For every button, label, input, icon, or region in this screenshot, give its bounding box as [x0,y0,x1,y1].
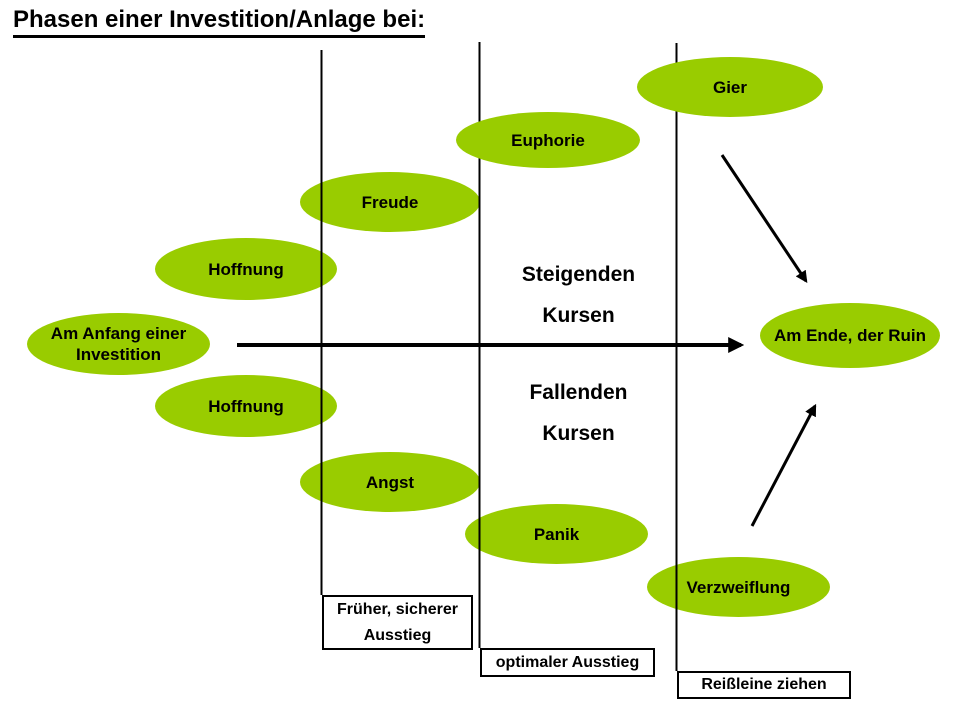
phase-label-angst: Angst [365,472,415,492]
exit-label-optimal: optimaler Ausstieg [495,653,640,671]
label-fallenden-line2: Kursen [542,422,615,445]
label-steigenden-line2: Kursen [542,304,615,327]
exit-label-reissleine: Reißleine ziehen [701,676,827,693]
phase-ellipse-am-anfang: Am Anfang einer Investition [27,313,210,375]
phase-ellipse-angst: Angst [300,452,480,512]
label-steigenden-line1: Steigenden [521,263,636,286]
label-fallenden-kursen: Fallenden Kursen [480,372,677,454]
phase-label-panik: Panik [533,524,580,544]
exit-box-frueher-sicherer-ausstieg: Früher, sicherer Ausstieg [322,595,473,650]
recovery-up-arrow [750,403,817,527]
phase-ellipse-panik: Panik [465,504,648,564]
phase-ellipse-freude: Freude [300,172,480,232]
crash-down-arrow [720,154,808,283]
phase-label-verzweiflung: Verzweiflung [686,577,791,597]
exit-box-reissleine-ziehen: Reißleine ziehen [677,671,851,699]
phase-label-hoffnung-unten: Hoffnung [208,396,284,416]
phase-label-am-anfang: Am Anfang einer Investition [50,324,187,364]
phase-ellipse-hoffnung-oben: Hoffnung [155,238,337,300]
phase-ellipse-gier: Gier [637,57,823,117]
page-title: Phasen einer Investition/Anlage bei: [13,6,426,38]
exit-label-frueher: Früher, sicherer Ausstieg [337,600,458,644]
exit-box-optimaler-ausstieg: optimaler Ausstieg [480,648,655,677]
label-steigenden-kursen: Steigenden Kursen [480,254,677,336]
phase-label-hoffnung-oben: Hoffnung [208,259,284,279]
phase-ellipse-euphorie: Euphorie [456,112,640,168]
phase-label-gier: Gier [712,77,748,97]
phase-label-euphorie: Euphorie [511,130,585,150]
label-fallenden-line1: Fallenden [529,381,628,404]
phase-label-freude: Freude [361,192,419,212]
phase-ellipse-hoffnung-unten: Hoffnung [155,375,337,437]
phase-label-am-ende: Am Ende, der Ruin [773,326,927,345]
phase-ellipse-am-ende: Am Ende, der Ruin [760,303,940,368]
